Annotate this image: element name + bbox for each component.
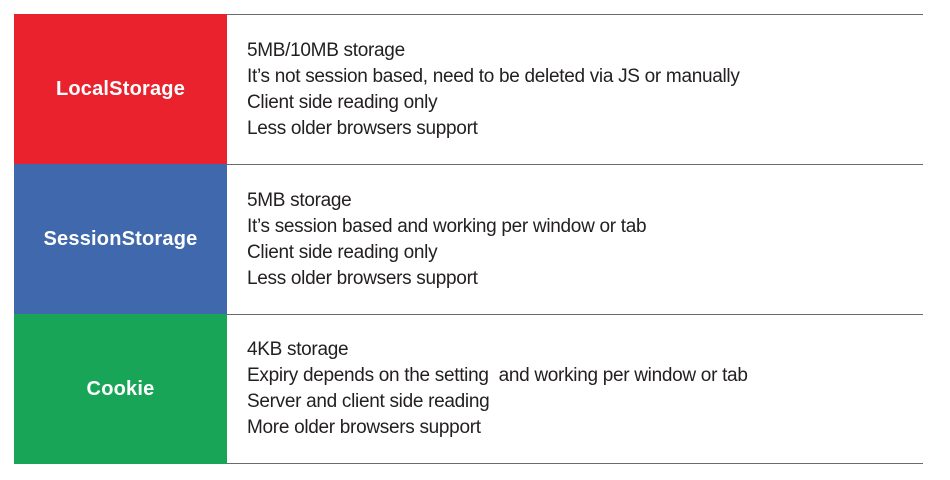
description-cookie: 4KB storage Expiry depends on the settin… [227,314,923,464]
row-localstorage: LocalStorage 5MB/10MB storage It’s not s… [14,14,923,164]
row-label-localstorage: LocalStorage [55,77,186,100]
feature-line: Client side reading only [247,91,438,113]
feature-line: It’s session based and working per windo… [247,215,647,237]
feature-line: More older browsers support [247,417,481,438]
description-localstorage: 5MB/10MB storage It’s not session based,… [227,14,923,164]
row-label-cookie: Cookie [86,377,155,400]
feature-line: Expiry depends on the setting and workin… [247,365,748,386]
feature-line: It’s not session based, need to be delet… [247,65,740,87]
row-label-sessionstorage: SessionStorage [43,227,198,250]
feature-line: 5MB/10MB storage [247,39,405,61]
feature-line: Server and client side reading [247,391,490,412]
storage-comparison-table: LocalStorage 5MB/10MB storage It’s not s… [14,14,923,464]
description-sessionstorage: 5MB storage It’s session based and worki… [227,164,923,314]
row-sessionstorage: SessionStorage 5MB storage It’s session … [14,164,923,314]
feature-line: 5MB storage [247,189,352,211]
feature-line: Client side reading only [247,241,438,263]
feature-line: Less older browsers support [247,267,478,289]
label-box-localstorage: LocalStorage [14,14,227,164]
label-box-sessionstorage: SessionStorage [14,164,227,314]
feature-line: Less older browsers support [247,117,478,139]
row-cookie: Cookie 4KB storage Expiry depends on the… [14,314,923,464]
feature-line: 4KB storage [247,339,349,360]
label-box-cookie: Cookie [14,314,227,464]
